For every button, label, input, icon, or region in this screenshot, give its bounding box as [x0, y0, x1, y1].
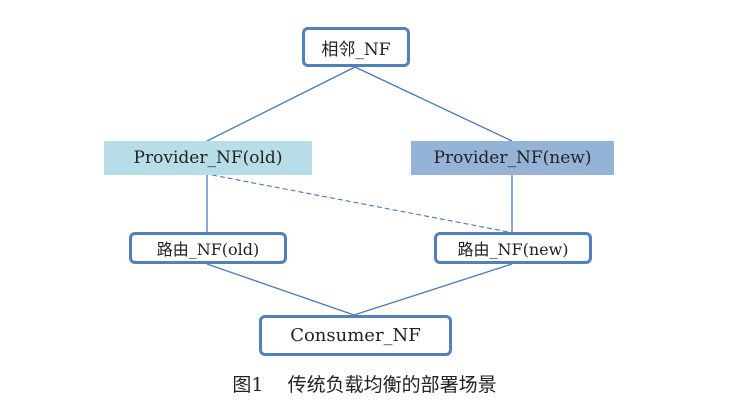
- node-provider-nf-new-label: Provider_NF(new): [433, 148, 592, 168]
- node-consumer-nf-label: Consumer_NF: [290, 325, 421, 346]
- node-provider-nf-old: Provider_NF(old): [104, 141, 312, 175]
- node-provider-nf-old-label: Provider_NF(old): [133, 148, 283, 168]
- figure-caption: 图1 传统负载均衡的部署场景: [232, 374, 497, 396]
- node-route-nf-old-label: 路由_NF(old): [156, 240, 260, 259]
- edge-route-old-consumer: [206, 263, 355, 316]
- node-provider-nf-new: Provider_NF(new): [411, 141, 614, 175]
- edge-route-new-consumer: [353, 263, 513, 316]
- node-route-nf-new: 路由_NF(new): [434, 232, 592, 264]
- node-adjacent-nf-label: 相邻_NF: [321, 39, 391, 60]
- edge-top-provider-new: [354, 66, 513, 142]
- node-route-nf-new-label: 路由_NF(new): [457, 240, 569, 259]
- edge-provider-old-route-new-dashed: [211, 174, 510, 233]
- node-adjacent-nf: 相邻_NF: [302, 27, 410, 67]
- edge-top-provider-old: [206, 66, 356, 142]
- node-route-nf-old: 路由_NF(old): [129, 232, 287, 264]
- node-consumer-nf: Consumer_NF: [259, 315, 452, 356]
